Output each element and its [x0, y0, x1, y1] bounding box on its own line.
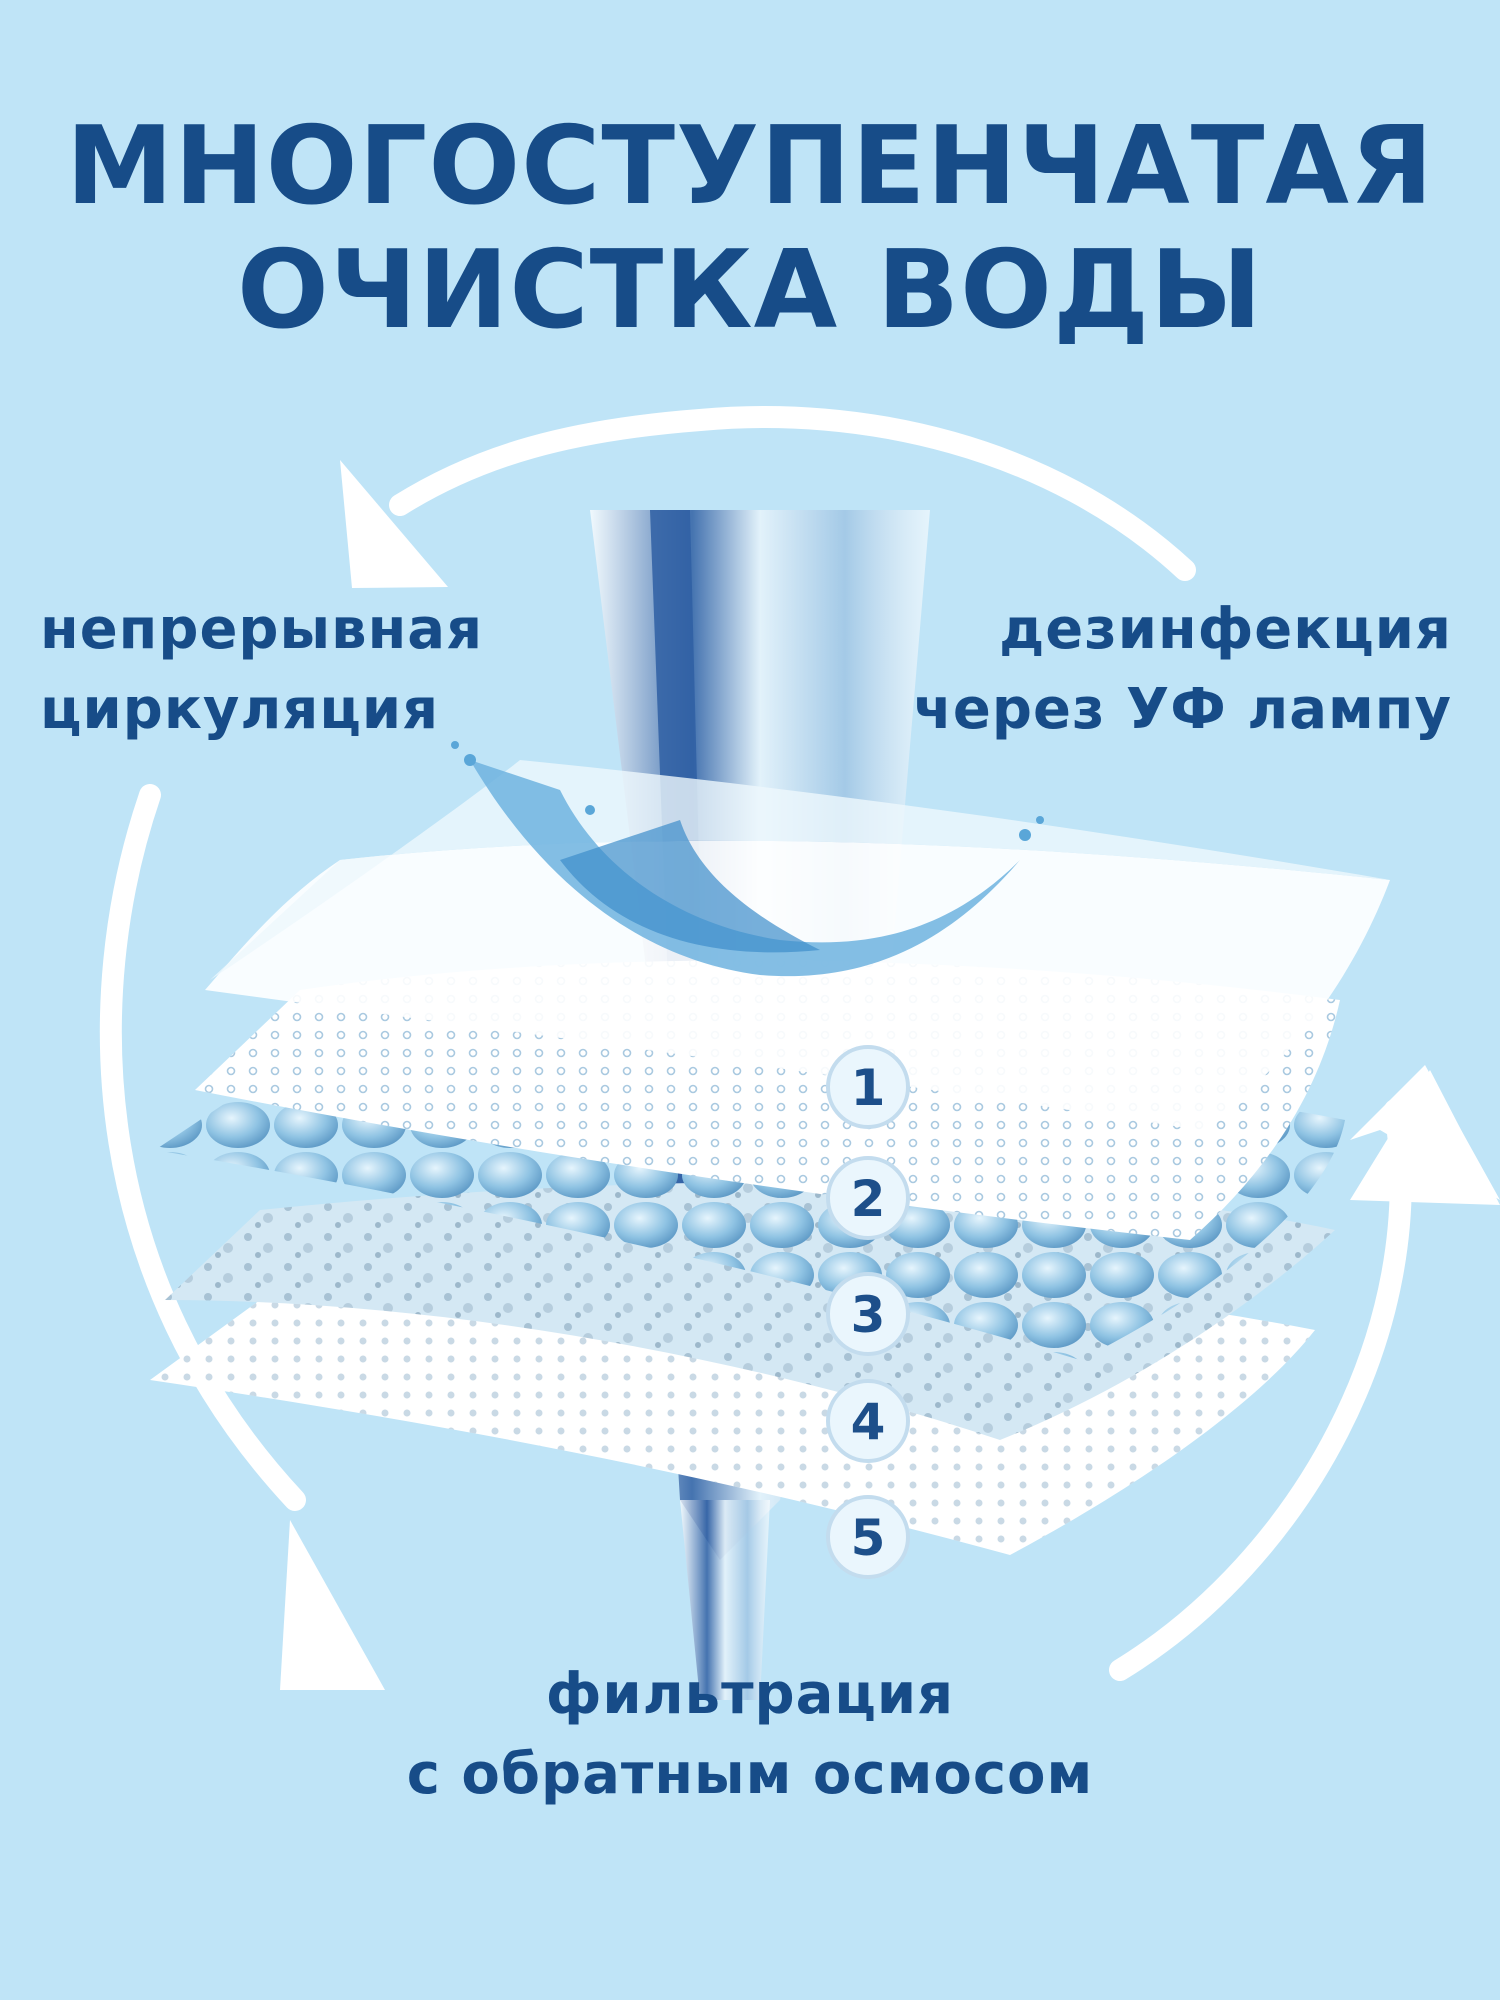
svg-text:1: 1 [851, 1059, 886, 1117]
svg-text:4: 4 [851, 1393, 886, 1451]
label-circulation-line-2: циркуляция [40, 677, 440, 742]
label-uv-line-2: через УФ лампу [913, 677, 1452, 742]
arrow-heads [280, 460, 1500, 1690]
layer-number-5: 5 [826, 1495, 910, 1579]
svg-text:2: 2 [851, 1170, 886, 1228]
water-splash-icon [451, 741, 1044, 977]
label-uv-line-1: дезинфекция [999, 597, 1452, 662]
layer-number-3: 3 [826, 1272, 910, 1356]
label-circulation-line-1: непрерывная [40, 597, 484, 662]
cycle-arrow-icon [99, 406, 1412, 1681]
label-filtration-line-2: с обратным осмосом [406, 1742, 1094, 1807]
title-line-2: ОЧИСТКА ВОДЫ [236, 228, 1264, 353]
title-line-1: МНОГОСТУПЕНЧАТАЯ [65, 104, 1435, 229]
label-circulation: непрерывная циркуляция [40, 590, 483, 750]
label-filtration: фильтрация с обратным осмосом [0, 1655, 1500, 1815]
filter-layer-1 [205, 840, 1390, 1130]
label-uv-disinfection: дезинфекция через УФ лампу [913, 590, 1452, 750]
layer-number-1: 1 [826, 1045, 910, 1129]
label-filtration-line-1: фильтрация [545, 1662, 955, 1727]
svg-text:5: 5 [851, 1509, 886, 1567]
svg-text:3: 3 [851, 1286, 886, 1344]
page-title: МНОГОСТУПЕНЧАТАЯ ОЧИСТКА ВОДЫ [0, 105, 1500, 353]
layer-number-4: 4 [826, 1379, 910, 1463]
layer-number-2: 2 [826, 1156, 910, 1240]
